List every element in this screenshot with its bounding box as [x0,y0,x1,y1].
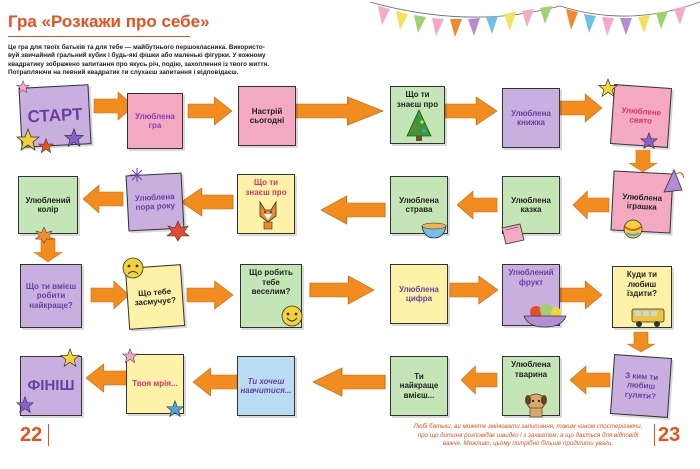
sad-face-icon [122,257,144,279]
fruit-bowl-icon [523,304,567,328]
note-line: про що дитина розповідає швидко і з захв… [417,431,639,439]
arrow-left [572,190,610,220]
square-label: Ти найкраще вмієш... [399,371,439,400]
bus-icon [631,308,665,327]
square-label: СТАРТ [27,104,83,127]
arrow-right [90,280,130,310]
square-label: Улюблений фрукт [508,268,554,287]
arrow-left [456,190,498,220]
ball-icon [623,219,643,239]
page-title: Гра «Розкажи про себе» [8,12,210,31]
arrow-left [312,367,386,397]
arrow-down [628,149,658,173]
description-line: вуй звичайний гральний кубик і будь-які … [8,52,266,60]
note-line: важче. Можливо, цьому потрібно більше пр… [442,440,614,448]
arrow-right [449,275,499,305]
star-icon [166,400,184,418]
square-label: Що робить тебе веселим? [249,268,293,296]
square-label: Куди ти любиш їздити? [626,270,658,298]
arrow-right [444,96,498,126]
description-line: Це гра для твоїх батьків та для тебе — м… [8,44,265,51]
square-label: Що ти знаєш про [396,90,439,109]
christmas-tree-icon [406,109,432,141]
arrow-down [626,331,656,353]
title-underline [8,36,190,37]
square-what-you-know-fox[interactable]: Що ти знаєш про [237,174,295,234]
soup-bowl-icon [421,222,447,239]
square-who-you-walk-with[interactable]: З ким ти любиш гуляти? [609,354,673,418]
page-number-left: 22 [20,424,43,446]
square-label: Улюблена іграшка [622,191,663,212]
square-label: З ким ти любиш гуляти? [624,370,659,401]
square-label: Ти хочеш навчитися... [240,376,292,396]
square-label: Улюблений колір [25,195,71,215]
square-label: ФІНІШ [27,377,75,395]
leaf-icon [34,226,54,244]
square-favorite-game[interactable]: Улюблена гра [127,93,183,149]
square-label: Улюблена цифра [399,284,439,304]
fox-icon [259,200,277,230]
square-label: Улюблена казка [511,195,551,215]
square-label: Що ти вмієш робити найкраще? [25,281,77,310]
square-label: Улюблена гра [135,111,175,131]
square-favorite-color[interactable]: Улюблений колір [18,176,78,234]
square-label: Твоя мрія... [132,379,178,389]
holiday-star-icon [598,78,618,98]
happy-face-icon [281,305,303,327]
square-mood-today[interactable]: Настрій сьогодні [238,86,296,146]
description-line: Потрапляючи на певний квадратик ти слуха… [8,68,239,76]
square-label: Що ти знаєш про [245,178,287,197]
arrow-right [559,93,603,123]
square-label: Улюблена книжка [511,108,551,128]
square-label: Улюблене свято [621,105,662,126]
description: Це гра для твоїх батьків та для тебе — м… [8,44,283,77]
arrow-left [192,367,238,397]
snowflake-icon [130,168,144,182]
page-number-divider [654,424,655,446]
arrow-left [85,363,131,393]
square-favorite-number[interactable]: Улюблена цифра [390,264,448,324]
arrow-left [82,184,124,214]
star-icon [16,396,34,414]
description-line: квадратику зображено запитання про якусь… [8,60,270,68]
page-number-divider [48,424,49,446]
square-label: Улюблена пора року [134,191,176,213]
party-hat-icon [663,168,685,193]
leaf-icon [166,220,190,242]
star-icon [64,128,84,148]
square-best-skill[interactable]: Що ти вмієш робити найкраще? [20,264,82,328]
square-label: Улюблена тварина [511,360,551,379]
star-icon [122,348,138,364]
arrow-left [460,365,498,395]
arrow-right [309,275,375,305]
arrow-left [320,195,386,225]
square-label: Що тебе засмучує? [134,286,177,308]
arrow-right [187,96,233,126]
square-label: Улюблена страва [399,195,439,215]
bunting-decoration [369,1,700,37]
star-icon [16,80,30,94]
parents-note: Любі батьки, ви можете змінювати запитан… [405,423,651,449]
star-icon [38,138,54,154]
square-best-at[interactable]: Ти найкраще вмієш... [390,356,448,416]
square-favorite-book[interactable]: Улюблена книжка [502,88,560,148]
arrow-left [569,365,611,395]
arrow-right [186,280,234,310]
page-number-right: 23 [658,424,681,446]
square-favorite-tale[interactable]: Улюблена казка [502,176,560,234]
arrow-left [180,187,234,217]
arrow-right [294,96,384,126]
holiday-star-icon [640,132,658,150]
dog-icon [525,393,547,418]
star-icon [16,128,40,151]
note-line: Любі батьки, ви можете змінювати запитан… [413,423,643,430]
star-icon [60,348,80,368]
square-label: Настрій сьогодні [249,106,285,126]
book-icon [501,223,525,245]
square-want-to-learn[interactable]: Ти хочеш навчитися... [237,356,295,416]
square-finish[interactable]: ФІНІШ [20,356,82,416]
